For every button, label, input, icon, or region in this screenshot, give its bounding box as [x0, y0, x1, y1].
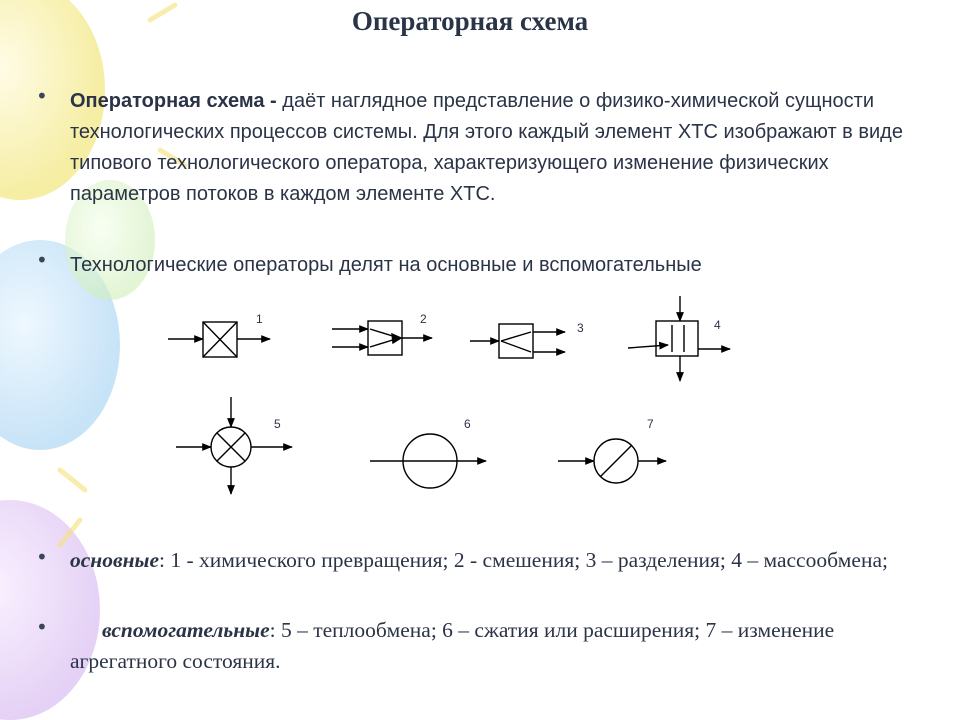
- definition-term: Операторная схема -: [70, 90, 277, 112]
- operator-1-chemical: [168, 321, 271, 358]
- page-title: Операторная схема: [351, 6, 589, 36]
- operators-diagram: 1 2 3 4 5 6 7: [168, 296, 731, 495]
- paragraph-operators: Технологические операторы делят на основ…: [70, 254, 702, 276]
- label-5: 5: [274, 417, 281, 431]
- main-text: : 1 - химического превращения; 2 - смеше…: [158, 548, 888, 572]
- bullet-1: •: [36, 84, 48, 108]
- paragraph-aux-operators: вспомогательные: 5 – теплообмена; 6 – сж…: [70, 615, 940, 677]
- operator-5-heat-exchange: [176, 397, 293, 495]
- definition-text: даёт наглядное представление о физико-хи…: [70, 90, 903, 205]
- aux-term: вспомогательные: [102, 618, 270, 642]
- paragraph-main-operators: основные: 1 - химического превращения; 2…: [70, 545, 940, 576]
- label-6: 6: [464, 417, 471, 431]
- label-7: 7: [647, 417, 654, 431]
- main-term: основные: [70, 548, 159, 572]
- operator-2-mixing: [332, 320, 433, 356]
- bullet-4: •: [36, 615, 48, 639]
- label-1: 1: [256, 312, 263, 326]
- bullet-2: •: [36, 248, 48, 272]
- operator-3-separation: [470, 323, 566, 359]
- operator-7-phase-change: [558, 438, 667, 484]
- operator-6-compression: [370, 433, 487, 489]
- label-3: 3: [577, 321, 584, 335]
- aux-text: : 5 – теплообмена; 6 – сжатия или расшир…: [70, 618, 835, 673]
- label-2: 2: [420, 312, 427, 326]
- label-4: 4: [714, 318, 721, 332]
- bullet-3: •: [36, 545, 48, 569]
- paragraph-definition: Операторная схема - даёт наглядное предс…: [70, 86, 940, 210]
- operator-4-mass-transfer: [627, 296, 731, 382]
